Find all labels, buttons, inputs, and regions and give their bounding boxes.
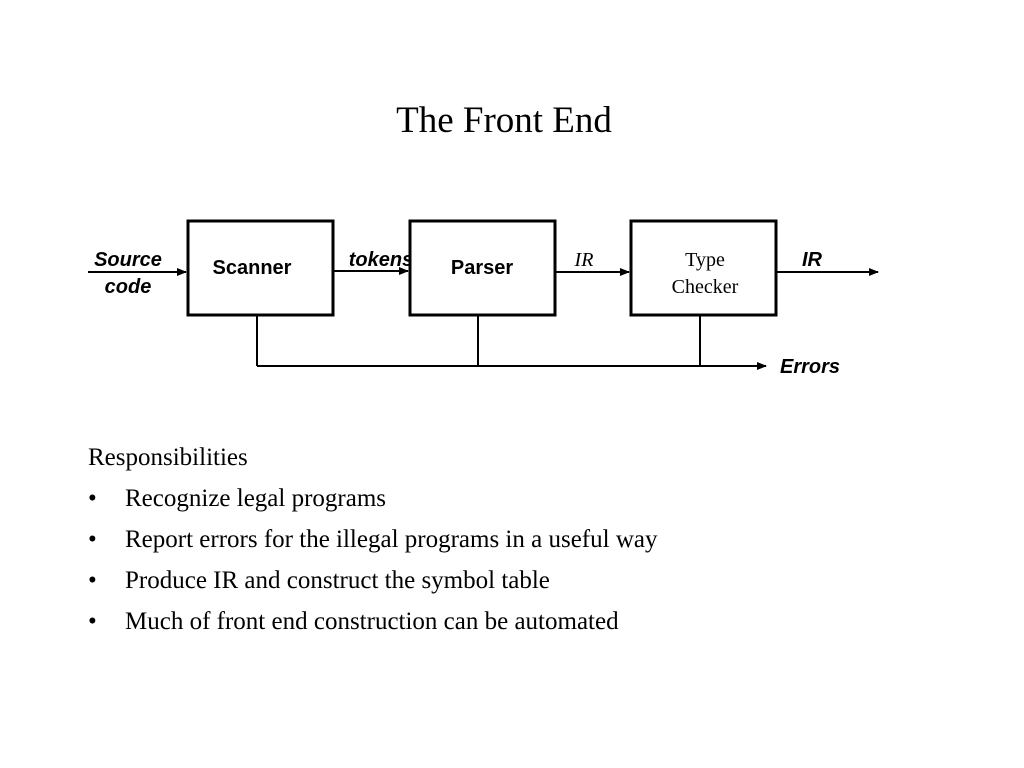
- parser-label: Parser: [451, 257, 513, 279]
- list-item-text: Report errors for the illegal programs i…: [125, 526, 658, 553]
- tokens-label: tokens: [349, 249, 413, 271]
- bullet-icon: •: [88, 526, 97, 553]
- slide-title: The Front End: [396, 100, 612, 141]
- responsibilities-heading: Responsibilities: [88, 444, 248, 471]
- list-item-text: Much of front end construction can be au…: [125, 608, 619, 635]
- list-item: • Recognize legal programs: [88, 478, 988, 519]
- ir-label: IR: [574, 249, 594, 271]
- ir-output-label: IR: [802, 249, 823, 271]
- scanner-box: [186, 219, 335, 317]
- list-item: • Produce IR and construct the symbol ta…: [88, 560, 988, 601]
- list-item-text: Recognize legal programs: [125, 485, 387, 512]
- type-checker-box: [629, 219, 778, 317]
- bullet-icon: •: [88, 608, 97, 635]
- responsibilities-section: Responsibilities • Recognize legal progr…: [88, 437, 988, 642]
- scanner-label: Scanner: [213, 257, 292, 279]
- source-code-label-line2: code: [105, 276, 152, 298]
- type-checker-label-line2: Checker: [672, 276, 739, 298]
- errors-label: Errors: [780, 356, 840, 378]
- list-item-text: Produce IR and construct the symbol tabl…: [125, 567, 550, 594]
- bullet-icon: •: [88, 567, 97, 594]
- bullet-icon: •: [88, 485, 97, 512]
- type-checker-label-line1: Type: [685, 249, 725, 271]
- list-item: • Report errors for the illegal programs…: [88, 519, 988, 560]
- source-code-label-line1: Source: [94, 249, 162, 271]
- parser-box: [408, 219, 557, 317]
- list-item: • Much of front end construction can be …: [88, 601, 988, 642]
- responsibilities-list: • Recognize legal programs • Report erro…: [88, 478, 988, 642]
